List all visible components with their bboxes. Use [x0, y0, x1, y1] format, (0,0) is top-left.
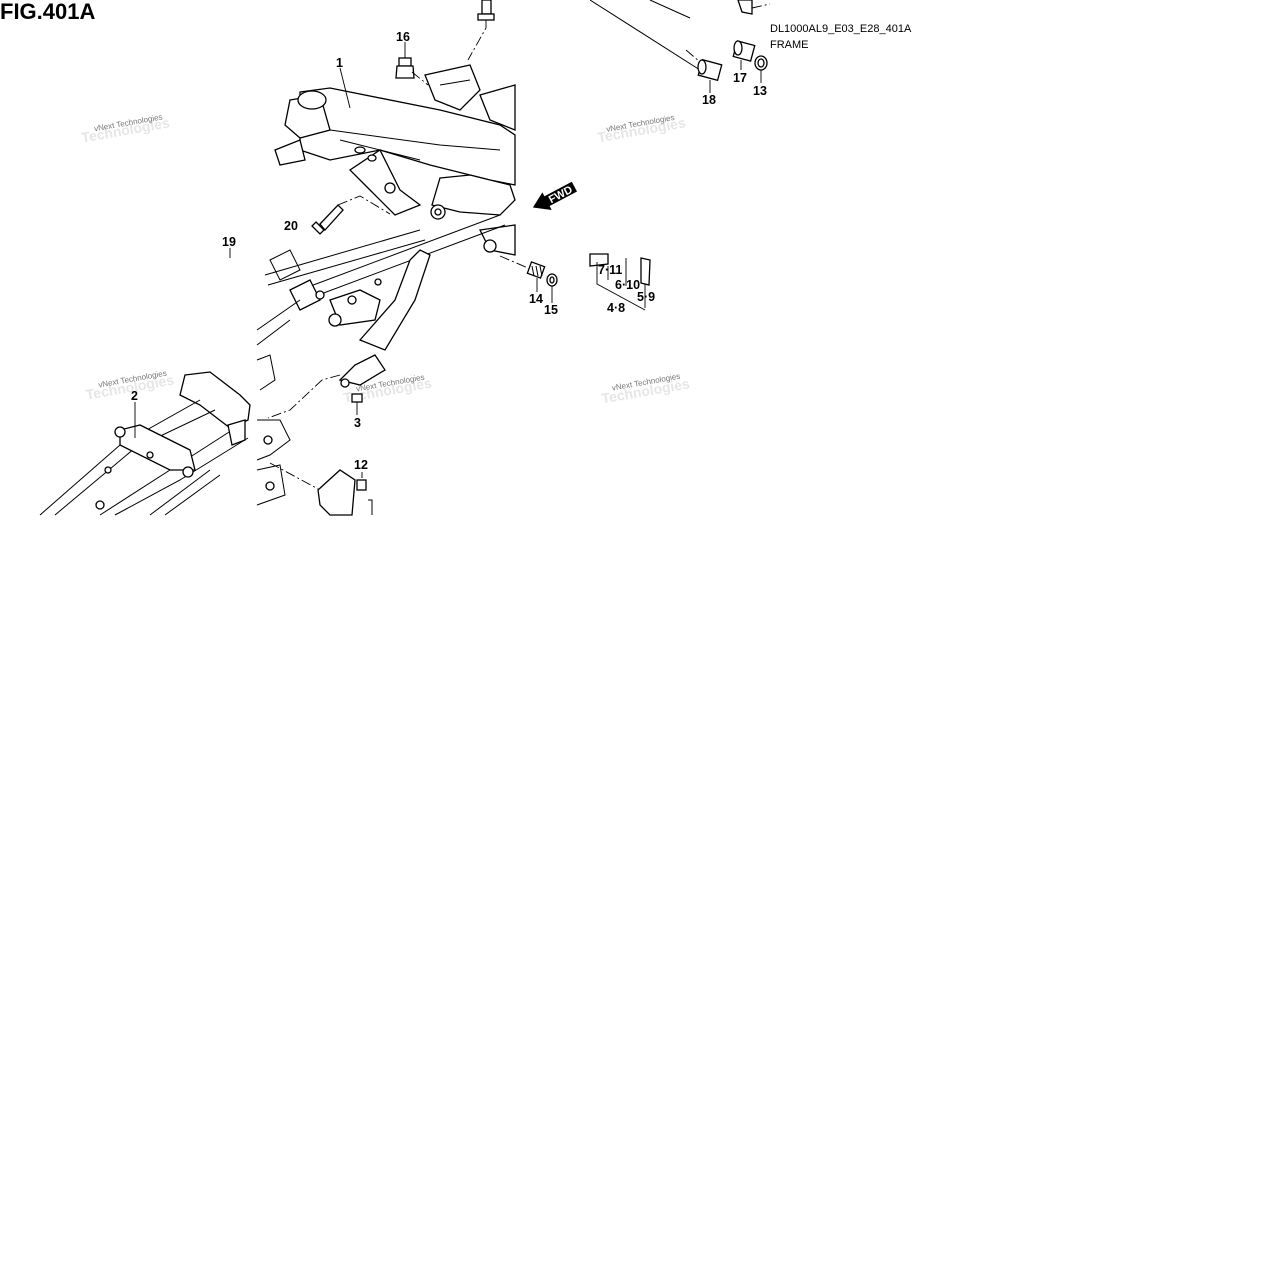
callout-14: 14 [529, 292, 543, 306]
callout-13: 13 [753, 84, 767, 98]
callout-2: 2 [131, 389, 138, 403]
part-13-spring-nut [754, 55, 768, 83]
callout-18: 18 [702, 93, 716, 107]
sub-frame-middle [256, 214, 506, 419]
callout-19: 19 [222, 235, 236, 249]
part-16-nut [395, 42, 429, 86]
part-20-bolt [311, 195, 391, 235]
callout-7-11: 7·11 [598, 263, 622, 277]
part-15-washer [546, 273, 558, 303]
callout-12: 12 [354, 458, 368, 472]
callout-3: 3 [354, 416, 361, 430]
group-callout-bracket [589, 253, 651, 311]
callout-15: 15 [544, 303, 558, 317]
figure-title: FIG.401A [0, 0, 95, 24]
fwd-arrow: FWD [532, 181, 577, 210]
rear-subframe [39, 371, 251, 516]
callout-20: 20 [284, 219, 298, 233]
callout-6-10: 6·10 [615, 278, 640, 292]
upper-linkage [589, 0, 771, 71]
part-17-bushing [732, 40, 756, 70]
callout-1: 1 [336, 56, 343, 70]
model-code: DL1000AL9_E03_E28_401A [770, 23, 912, 35]
part-18-collar [685, 49, 723, 93]
section-name: FRAME [770, 39, 809, 51]
part-3-bolt [351, 393, 363, 415]
fwd-label: FWD [547, 184, 575, 206]
callout-4-8: 4·8 [607, 301, 625, 315]
top-bolt [467, 0, 495, 61]
callout-17: 17 [733, 71, 747, 85]
main-frame [274, 64, 516, 256]
lower-left-frame [256, 354, 373, 516]
callout-5-9: 5·9 [637, 290, 655, 304]
callout-16: 16 [396, 30, 410, 44]
part-14-spring [499, 255, 546, 292]
callout-labels: 1 2 3 12 13 14 15 16 17 18 19 20 7·11 6·… [131, 30, 767, 472]
